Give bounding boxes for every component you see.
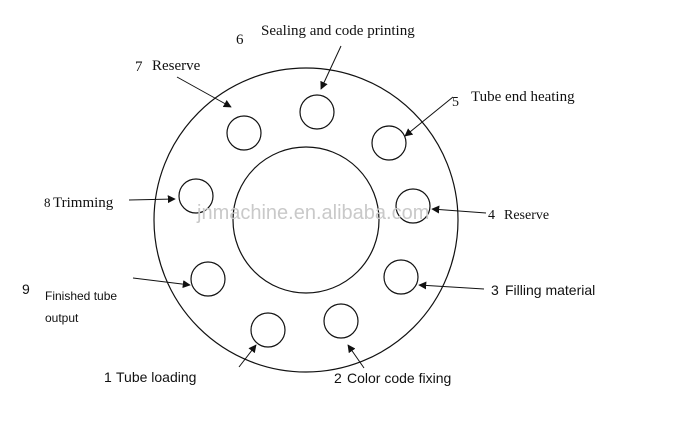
station-number: 9 xyxy=(22,281,30,297)
station-number: 1 xyxy=(104,369,112,385)
station-hole-5 xyxy=(371,125,407,161)
station-label-1: 1 Tube loading xyxy=(104,369,196,385)
inner-hub-circle xyxy=(232,146,380,294)
station-label-6: 6 Sealing and code printing xyxy=(236,23,415,48)
station-hole-2 xyxy=(323,303,359,339)
watermark-text: jnmachine.en.alibaba.com xyxy=(196,202,429,224)
station-hole-4 xyxy=(395,188,431,224)
station-name: Tube loading xyxy=(116,369,196,385)
leader-arrow-3 xyxy=(418,281,485,290)
leader-arrow-7 xyxy=(176,76,232,108)
station-label-8: 8 Trimming xyxy=(44,195,114,211)
outer-turntable-circle xyxy=(153,67,459,373)
station-label-4: 4 Reserve xyxy=(488,208,549,223)
station-hole-6 xyxy=(299,94,335,130)
station-name: Trimming xyxy=(53,195,114,211)
station-number: 3 xyxy=(491,282,499,298)
station-number: 6 xyxy=(236,32,244,48)
station-hole-8 xyxy=(178,178,214,214)
leader-arrow-1 xyxy=(238,344,257,368)
station-name: Filling material xyxy=(505,282,595,298)
station-hole-7 xyxy=(226,115,262,151)
leader-arrow-8 xyxy=(128,195,176,204)
station-hole-1 xyxy=(250,312,286,348)
station-name: Tube end heating xyxy=(471,89,575,105)
station-name: Sealing and code printing xyxy=(261,23,415,39)
leader-arrow-5 xyxy=(404,96,454,137)
station-name-line2: output xyxy=(45,311,79,325)
station-label-5: 5 Tube end heating xyxy=(452,89,575,110)
station-hole-3 xyxy=(383,259,419,295)
leader-arrow-4 xyxy=(431,205,487,214)
station-name: Color code fixing xyxy=(347,370,451,386)
station-number: 7 xyxy=(135,59,143,75)
station-number: 2 xyxy=(334,370,342,386)
station-number: 4 xyxy=(488,208,495,223)
leader-arrow-2 xyxy=(347,344,365,369)
station-number: 5 xyxy=(452,95,459,110)
leader-arrow-9 xyxy=(132,277,191,289)
station-name-line1: Finished tube xyxy=(45,289,117,303)
station-label-9: 9 Finished tube output xyxy=(22,281,117,325)
station-hole-9 xyxy=(190,261,226,297)
station-label-7: 7 Reserve xyxy=(135,58,201,75)
leader-arrow-6 xyxy=(320,45,342,90)
station-label-3: 3 Filling material xyxy=(491,282,595,298)
station-number: 8 xyxy=(44,195,51,210)
station-name: Reserve xyxy=(504,208,549,223)
station-name: Reserve xyxy=(152,58,201,74)
station-label-2: 2 Color code fixing xyxy=(334,370,451,386)
